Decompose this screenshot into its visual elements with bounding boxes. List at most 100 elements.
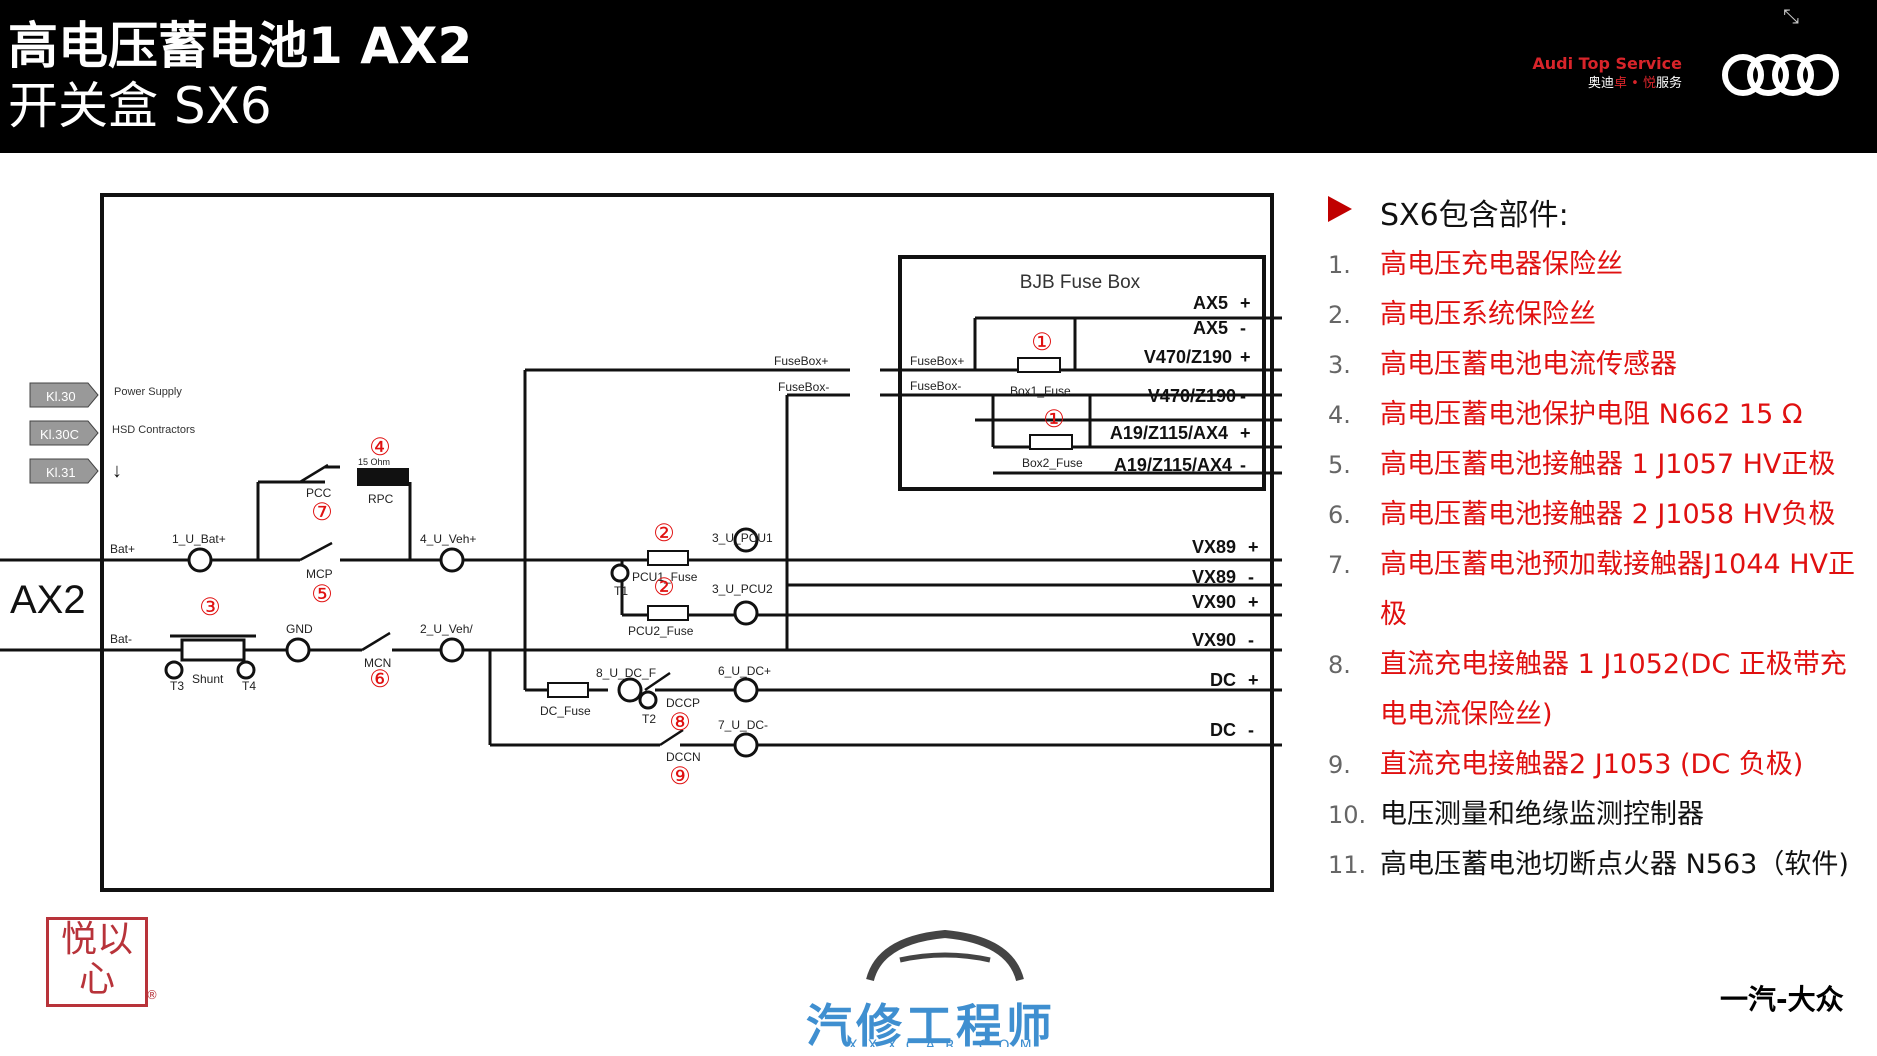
term-fusebox-plus-outer: FuseBox+ <box>774 354 828 368</box>
out-v470-minus: V470/Z190 <box>1148 386 1236 406</box>
item-num: 6. <box>1328 501 1351 529</box>
term-box2-fuse: Box2_Fuse <box>1022 456 1083 470</box>
input-kl31: Kl.31 <box>46 465 76 480</box>
marker-6: ⑥ <box>369 666 391 693</box>
sign-a19-plus: + <box>1240 423 1251 443</box>
term-t3: T3 <box>170 679 184 693</box>
marker-2b: ② <box>653 574 675 601</box>
marker-3: ③ <box>199 594 221 621</box>
item-text: 高电压蓄电池电流传感器 <box>1380 349 1677 380</box>
term-mcp: MCP <box>306 567 333 581</box>
list-item: 4.高电压蓄电池保护电阻 N662 15 Ω <box>1320 390 1860 440</box>
term-15-ohm: 15 Ohm <box>358 457 390 467</box>
list-item: 6.高电压蓄电池接触器 2 J1058 HV负极 <box>1320 490 1860 540</box>
term-t1: T1 <box>614 584 628 598</box>
term-2-u-veh: 2_U_Veh/ <box>420 622 473 636</box>
item-num: 1. <box>1328 251 1351 279</box>
arrow-down-icon: ↓ <box>112 460 122 482</box>
term-gnd: GND <box>286 622 313 636</box>
bjb-fuse-box <box>898 255 1266 491</box>
marker-4: ④ <box>369 434 391 461</box>
item-text: 直流充电接触器 1 J1052(DC 正极带充电电流保险丝) <box>1380 649 1847 730</box>
marker-7: ⑦ <box>311 499 333 526</box>
sign-ax5-plus: + <box>1240 293 1251 313</box>
term-fusebox-plus-inner: FuseBox+ <box>910 354 964 368</box>
term-7-u-dc-minus: 7_U_DC- <box>718 718 768 732</box>
term-bat-plus: Bat+ <box>110 542 135 556</box>
list-item: 7.高电压蓄电池预加载接触器J1044 HV正极 <box>1320 540 1860 640</box>
out-vx89-minus: VX89 <box>1192 567 1236 587</box>
list-item: 9. 直流充电接触器2 J1053 (DC 负极) <box>1320 740 1860 790</box>
components-panel: SX6包含部件: 1.高电压充电器保险丝 2.高电压系统保险丝 3.高电压蓄电池… <box>1320 190 1860 890</box>
term-3-u-pcu2: 3_U_PCU2 <box>712 582 773 596</box>
ax2-label: AX2 <box>10 578 86 622</box>
header-bar: 高电压蓄电池1 AX2 开关盒 SX6 ⤡ Audi Top Service 奥… <box>0 0 1877 153</box>
item-num: 8. <box>1328 651 1351 679</box>
audi-rings-logo <box>1722 54 1839 96</box>
watermark: 汽修工程师 XXXCAR.COM <box>800 920 1090 1053</box>
fuse-box-title: BJB Fuse Box <box>1020 272 1141 293</box>
term-bat-minus: Bat- <box>110 632 132 646</box>
car-icon <box>866 929 1024 982</box>
marker-1b: ① <box>1043 406 1065 433</box>
item-num: 11. <box>1328 851 1367 879</box>
out-dc-minus: DC <box>1210 720 1236 740</box>
term-fusebox-minus-inner: FuseBox- <box>910 379 961 393</box>
sign-vx89-plus: + <box>1248 537 1259 557</box>
out-a19-plus: A19/Z115/AX4 <box>1110 423 1228 443</box>
audi-top-service-logo: Audi Top Service 奥迪卓 • 悦服务 <box>1532 54 1682 94</box>
term-t4: T4 <box>242 679 256 693</box>
item-text: 高电压系统保险丝 <box>1380 299 1596 330</box>
power-supply-label: Power Supply <box>114 386 182 398</box>
term-shunt: Shunt <box>192 672 224 686</box>
out-vx90-plus: VX90 <box>1192 592 1236 612</box>
item-num: 2. <box>1328 301 1351 329</box>
term-rpc: RPC <box>368 492 394 506</box>
list-item: 10. 电压测量和绝缘监测控制器 <box>1320 790 1860 840</box>
item-text: 电压测量和绝缘监测控制器 <box>1380 799 1704 830</box>
rpc-resistor <box>357 468 409 486</box>
list-item: 3.高电压蓄电池电流传感器 <box>1320 340 1860 390</box>
out-vx90-minus: VX90 <box>1192 630 1236 650</box>
term-4-u-veh: 4_U_Veh+ <box>420 532 476 546</box>
sign-dc-minus: - <box>1248 720 1254 740</box>
term-pcu2-fuse: PCU2_Fuse <box>628 624 694 638</box>
faw-vw-logo: 一汽-大众 <box>1720 983 1844 1016</box>
expand-icon[interactable]: ⤡ <box>1783 4 1799 28</box>
out-ax5-minus: AX5 <box>1193 318 1228 338</box>
item-text: 高电压充电器保险丝 <box>1380 249 1623 280</box>
circuit-diagram: BJB Fuse Box <box>0 193 1282 892</box>
item-num: 9. <box>1328 751 1351 779</box>
marker-5: ⑤ <box>311 581 333 608</box>
out-vx89-plus: VX89 <box>1192 537 1236 557</box>
term-dccp: DCCP <box>666 696 700 710</box>
sign-v470-plus: + <box>1240 347 1251 367</box>
sign-ax5-minus: - <box>1240 318 1246 338</box>
item-text: 直流充电接触器2 J1053 (DC 负极) <box>1380 749 1804 780</box>
page-subtitle: 开关盒 SX6 <box>8 77 272 135</box>
item-text: 高电压蓄电池切断点火器 N563（软件) <box>1380 849 1849 880</box>
term-mcn: MCN <box>364 656 391 670</box>
item-num: 7. <box>1328 551 1351 579</box>
sign-vx89-minus: - <box>1248 567 1254 587</box>
watermark-text: 汽修工程师 <box>806 999 1056 1053</box>
list-item: 1. 高电压充电器保险丝 <box>1320 240 1860 290</box>
item-num: 10. <box>1328 801 1367 829</box>
item-text: 高电压蓄电池接触器 1 J1057 HV正极 <box>1380 449 1836 480</box>
marker-8: ⑧ <box>669 709 691 736</box>
marker-9: ⑨ <box>669 763 691 790</box>
term-t2: T2 <box>642 712 656 726</box>
term-pcc: PCC <box>306 486 332 500</box>
term-dccn: DCCN <box>666 750 701 764</box>
triangle-bullet-icon <box>1328 196 1352 222</box>
sign-dc-plus: + <box>1248 670 1259 690</box>
marker-1a: ① <box>1031 329 1053 356</box>
sign-v470-minus: - <box>1240 386 1246 406</box>
brand-cn-2: 卓 • 悦 <box>1614 76 1656 91</box>
item-num: 4. <box>1328 401 1351 429</box>
term-dc-fuse: DC_Fuse <box>540 704 591 718</box>
brand-cn-1: 奥迪 <box>1588 76 1615 91</box>
out-v470-plus: V470/Z190 <box>1144 347 1232 367</box>
term-6-u-dc-plus: 6_U_DC+ <box>718 664 771 678</box>
brand-en: Audi Top Service <box>1532 54 1682 73</box>
